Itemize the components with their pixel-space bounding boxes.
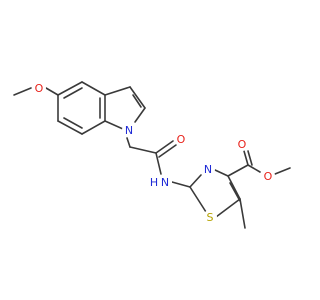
amide-nitrogen-label: N bbox=[161, 176, 169, 189]
ester-carbonyl-oxygen: O bbox=[235, 137, 249, 151]
amide-hydrogen-label: H bbox=[150, 176, 158, 189]
molecule-structure: O N O H N N S O O bbox=[13, 81, 291, 229]
methoxy-oxygen: O bbox=[32, 81, 46, 95]
thiazole-sulfur-label: S bbox=[207, 211, 214, 224]
amide-nh: H N bbox=[150, 175, 172, 189]
ester-oxygen: O bbox=[261, 169, 275, 183]
methoxy-oxygen-label: O bbox=[35, 82, 44, 95]
bonds bbox=[13, 81, 291, 229]
molecule-canvas: O N O H N N S O O bbox=[13, 81, 291, 229]
thiazole-nitrogen: N bbox=[201, 162, 215, 176]
indole-nitrogen: N bbox=[122, 123, 136, 137]
ester-carbonyl-oxygen-label: O bbox=[238, 138, 247, 151]
ester-oxygen-label: O bbox=[264, 170, 273, 183]
amide-oxygen: O bbox=[174, 132, 188, 146]
amide-oxygen-label: O bbox=[177, 133, 186, 146]
thiazole-sulfur: S bbox=[203, 210, 217, 224]
indole-nitrogen-label: N bbox=[125, 124, 133, 137]
atom-labels: O N O H N N S O O bbox=[32, 81, 275, 224]
thiazole-nitrogen-label: N bbox=[204, 163, 212, 176]
